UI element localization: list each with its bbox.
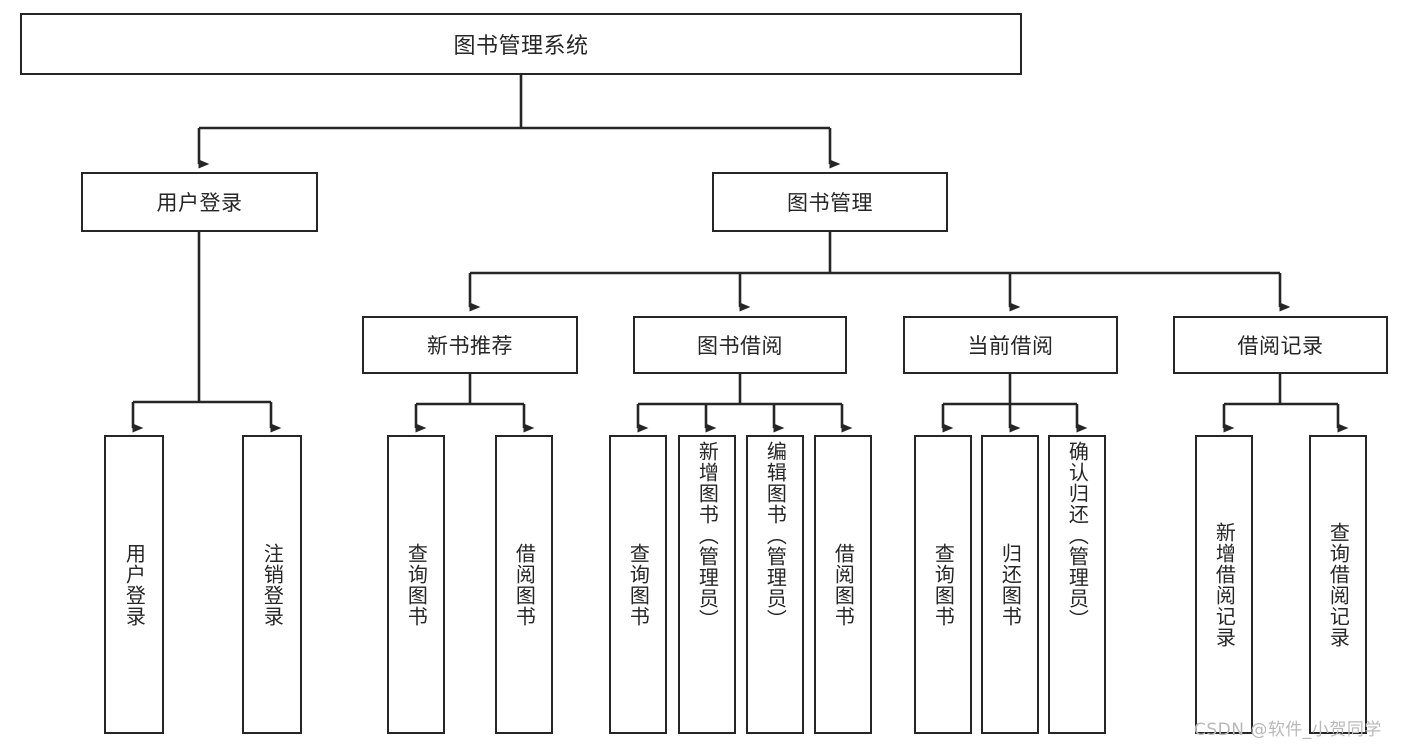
leaf-return-book[interactable]: 归还图书 bbox=[981, 435, 1039, 734]
leaf-label: 确认归还（管理员） bbox=[1065, 441, 1090, 630]
leaf-borrow-book[interactable]: 借阅图书 bbox=[814, 435, 872, 734]
leaf-label: 查询图书 bbox=[626, 542, 651, 627]
leaf-borrow-book-recommend[interactable]: 借阅图书 bbox=[495, 435, 553, 734]
node-book-management[interactable]: 图书管理 bbox=[712, 172, 948, 232]
node-label: 图书管理 bbox=[787, 191, 873, 215]
leaf-label: 注销登录 bbox=[260, 542, 285, 627]
leaf-add-borrow-record[interactable]: 新增借阅记录 bbox=[1195, 435, 1253, 734]
leaf-label: 新增借阅记录 bbox=[1212, 521, 1237, 648]
node-label: 图书管理系统 bbox=[453, 34, 589, 59]
leaf-label: 查询借阅记录 bbox=[1326, 521, 1351, 648]
leaf-edit-book-admin[interactable]: 编辑图书（管理员） bbox=[746, 435, 804, 734]
leaf-label: 编辑图书（管理员） bbox=[763, 441, 788, 630]
node-label: 借阅记录 bbox=[1237, 334, 1324, 358]
leaf-label: 归还图书 bbox=[998, 542, 1023, 627]
leaf-logout[interactable]: 注销登录 bbox=[242, 435, 302, 734]
leaf-label: 新增图书（管理员） bbox=[695, 441, 720, 630]
leaf-query-book-current[interactable]: 查询图书 bbox=[914, 435, 972, 734]
node-label: 用户登录 bbox=[156, 191, 243, 215]
leaf-label: 查询图书 bbox=[404, 542, 429, 627]
leaf-label: 用户登录 bbox=[122, 542, 147, 627]
node-book-borrow[interactable]: 图书借阅 bbox=[633, 316, 847, 374]
node-borrow-record[interactable]: 借阅记录 bbox=[1173, 316, 1388, 374]
leaf-user-login[interactable]: 用户登录 bbox=[104, 435, 164, 734]
leaf-query-book-recommend[interactable]: 查询图书 bbox=[387, 435, 445, 734]
leaf-query-borrow-record[interactable]: 查询借阅记录 bbox=[1309, 435, 1367, 734]
leaf-query-book-borrow[interactable]: 查询图书 bbox=[609, 435, 667, 734]
leaf-label: 借阅图书 bbox=[831, 542, 856, 627]
node-user-login[interactable]: 用户登录 bbox=[81, 172, 318, 232]
leaf-label: 查询图书 bbox=[931, 542, 956, 627]
node-label: 当前借阅 bbox=[967, 334, 1054, 358]
leaf-label: 借阅图书 bbox=[512, 542, 537, 627]
leaf-add-book-admin[interactable]: 新增图书（管理员） bbox=[678, 435, 736, 734]
leaf-confirm-return-admin[interactable]: 确认归还（管理员） bbox=[1048, 435, 1106, 734]
node-root-system[interactable]: 图书管理系统 bbox=[20, 13, 1022, 75]
csdn-watermark: CSDN @软件_小贺同学 bbox=[1194, 720, 1382, 740]
node-new-book-recommend[interactable]: 新书推荐 bbox=[362, 316, 578, 374]
node-current-borrow[interactable]: 当前借阅 bbox=[903, 316, 1118, 374]
node-label: 新书推荐 bbox=[427, 334, 513, 358]
node-label: 图书借阅 bbox=[697, 334, 783, 358]
